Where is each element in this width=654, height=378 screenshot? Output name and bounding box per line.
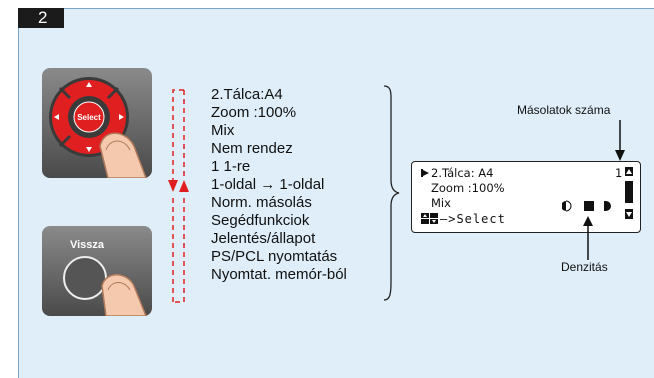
lcd-line-tray: 2.Tálca: A4 xyxy=(431,166,494,180)
menu-item-tray: 2.Tálca:A4 xyxy=(211,86,283,103)
density-indicator-icon xyxy=(562,200,611,212)
menu-brace xyxy=(383,85,400,301)
lcd-line-zoom: Zoom :100% xyxy=(431,181,505,195)
copies-label: Másolatok száma xyxy=(517,103,611,117)
lcd-copies-value: 1 xyxy=(615,166,623,180)
back-keypad-graphic: Vissza xyxy=(42,226,152,317)
menu-item-functions: Segédfunkciok xyxy=(211,212,310,229)
tray-indicator-icon xyxy=(421,169,429,177)
select-keypad-graphic: Select xyxy=(42,68,152,179)
lcd-select-line: —>Select xyxy=(440,212,506,226)
lcd-display: 2.Tálca: A4 1 Zoom :100% Mix —>Select xyxy=(411,161,641,233)
scroll-up-arrow-icon xyxy=(179,180,189,192)
menu-item-collate: Nem rendez xyxy=(211,140,293,157)
menu-item-report-status: Jelentés/állapot xyxy=(211,230,316,247)
scroll-down-arrow-icon xyxy=(168,180,178,192)
copies-pointer-arrow-icon xyxy=(615,120,625,161)
select-keypad: Select xyxy=(42,68,152,179)
top-strip xyxy=(0,0,654,8)
menu-item-mix: Mix xyxy=(211,122,235,139)
menu-item-normal-copy: Norm. másolás xyxy=(211,194,312,211)
back-button-label: Vissza xyxy=(70,239,105,251)
lcd-scrollbar xyxy=(625,167,633,219)
menu-item-combine: 1 1-re xyxy=(211,158,251,175)
menu-item-duplex: 1-oldal → 1-oldal xyxy=(211,176,325,193)
select-button-label: Select xyxy=(77,113,101,122)
lcd-line-mix: Mix xyxy=(431,196,451,210)
scroll-indicator xyxy=(168,89,189,303)
density-pointer-arrow-icon xyxy=(583,216,593,260)
navigation-keys-icon xyxy=(421,213,438,224)
menu-item-print-from-memory: Nyomtat. memór-ból xyxy=(211,266,347,283)
step-number-badge: 2 xyxy=(18,8,64,28)
density-label: Denzitás xyxy=(561,260,608,274)
back-keypad: Vissza xyxy=(42,226,152,317)
menu-item-zoom: Zoom :100% xyxy=(211,104,297,121)
menu-item-ps-pcl-print: PS/PCL nyomtatás xyxy=(211,248,338,265)
